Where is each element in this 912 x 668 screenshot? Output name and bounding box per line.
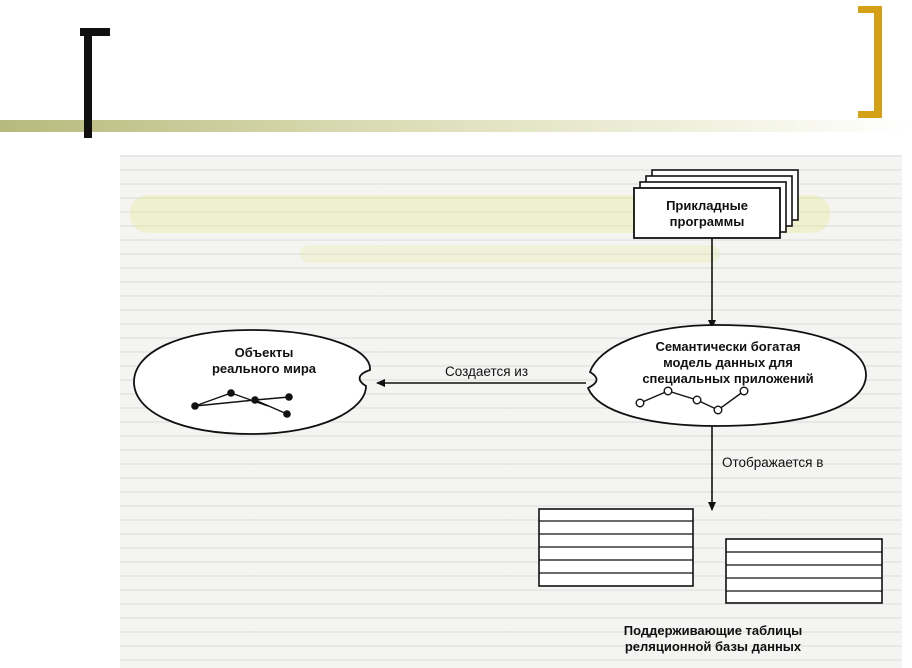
model-graph-node <box>635 398 645 408</box>
right-bracket <box>874 6 882 118</box>
model-graph-node <box>739 386 749 396</box>
model-graph-node <box>692 395 702 405</box>
world-graph-node <box>285 393 293 401</box>
model-line1: Семантически богатая <box>655 339 800 354</box>
model-graph-node <box>713 405 723 415</box>
app-box-line2: программы <box>670 214 745 229</box>
left-bracket-cap <box>80 28 110 36</box>
model-line3: специальных приложений <box>642 371 813 386</box>
app-programs-box <box>633 187 781 239</box>
relational-table-right <box>725 538 883 604</box>
app-box-line1: Прикладные <box>666 198 748 213</box>
world-graph-node <box>191 402 199 410</box>
model-graph-node <box>663 386 673 396</box>
semantic-model-cloud: Семантически богатая модель данных для с… <box>586 324 867 427</box>
edge-label-mapped-to: Отображается в <box>722 455 823 470</box>
tables-caption-line2: реляционной базы данных <box>625 639 802 654</box>
highlighter-stripe-2 <box>300 245 720 263</box>
world-line1: Объекты <box>235 345 294 360</box>
semantic-model-outline <box>586 324 867 427</box>
right-bracket-top <box>858 6 882 13</box>
app-programs-stack: Прикладные программы <box>633 169 799 239</box>
title-underline-bar <box>0 120 912 132</box>
left-bracket <box>84 28 92 138</box>
world-graph-node <box>227 389 235 397</box>
real-world-cloud: Объекты реального мира <box>133 329 371 435</box>
model-line2: модель данных для <box>663 355 793 370</box>
tables-caption-line1: Поддерживающие таблицы <box>624 623 802 638</box>
world-graph-node <box>283 410 291 418</box>
world-graph-node <box>251 396 259 404</box>
relational-table-left <box>538 508 694 587</box>
right-bracket-bottom <box>858 111 882 118</box>
world-line2: реального мира <box>212 361 317 376</box>
edge-label-created-from: Создается из <box>445 364 528 379</box>
